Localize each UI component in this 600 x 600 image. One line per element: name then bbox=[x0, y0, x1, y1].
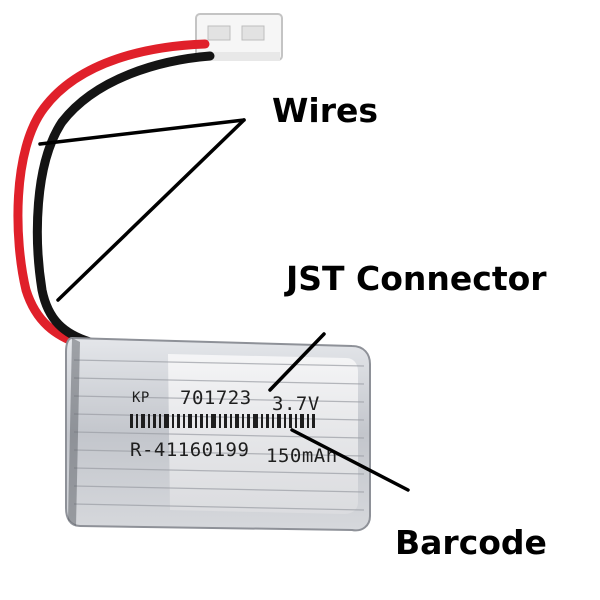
red-wire bbox=[13, 39, 210, 349]
battery-brand-text: KP bbox=[132, 390, 150, 406]
battery-body bbox=[65, 336, 371, 532]
black-wire bbox=[32, 51, 215, 347]
barcode-strip bbox=[130, 414, 315, 428]
jst-leader-line bbox=[268, 332, 326, 392]
wires-leader-line-lower bbox=[56, 118, 246, 302]
barcode-label: Barcode bbox=[395, 523, 547, 562]
wires-leader-line-upper bbox=[38, 118, 246, 146]
battery-serial-text: R-41160199 bbox=[130, 439, 249, 461]
jst-connector bbox=[195, 13, 283, 61]
wires-label: Wires bbox=[272, 91, 379, 130]
battery-model-text: 701723 bbox=[180, 387, 252, 409]
jst-connector-label: JST Connector bbox=[286, 259, 547, 298]
barcode-leader-line bbox=[290, 428, 410, 492]
battery-voltage-text: 3.7V bbox=[272, 393, 320, 415]
battery-capacity-text: 150mAh bbox=[266, 445, 338, 467]
